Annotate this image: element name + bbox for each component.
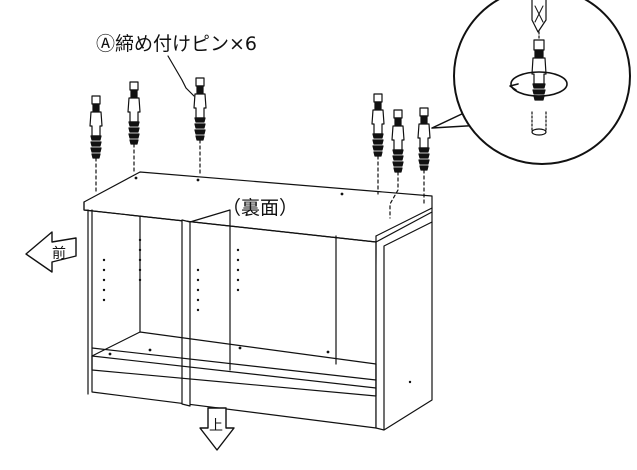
front-label: 前 <box>52 245 66 262</box>
pin-callout-label: Ⓐ締め付けピン×6 <box>96 33 257 55</box>
front-arrow-icon: 前 <box>25 231 77 273</box>
pin-4 <box>371 93 385 195</box>
up-arrow-icon: 上 <box>199 407 235 451</box>
pin-1 <box>89 95 103 193</box>
cabinet: （裏面） <box>83 171 433 431</box>
rotate-arrow-icon <box>509 71 568 97</box>
shelf-holes <box>102 176 412 384</box>
up-label: 上 <box>209 418 223 434</box>
divider-panel <box>181 219 191 407</box>
pin-5 <box>389 109 405 219</box>
detail-callout <box>431 0 631 165</box>
pin-hole <box>531 111 547 133</box>
pin-3 <box>193 77 207 177</box>
pin-6 <box>417 107 431 205</box>
screwdriver-icon <box>531 0 547 33</box>
back-side-label: （裏面） <box>222 197 298 219</box>
callout-leader-line <box>167 55 195 97</box>
pin-2 <box>127 81 141 175</box>
right-side-panel <box>375 221 433 431</box>
detail-pin <box>531 39 547 101</box>
bottom-shelf <box>91 355 377 397</box>
left-side-panel <box>91 209 377 429</box>
pins-group <box>89 77 431 219</box>
